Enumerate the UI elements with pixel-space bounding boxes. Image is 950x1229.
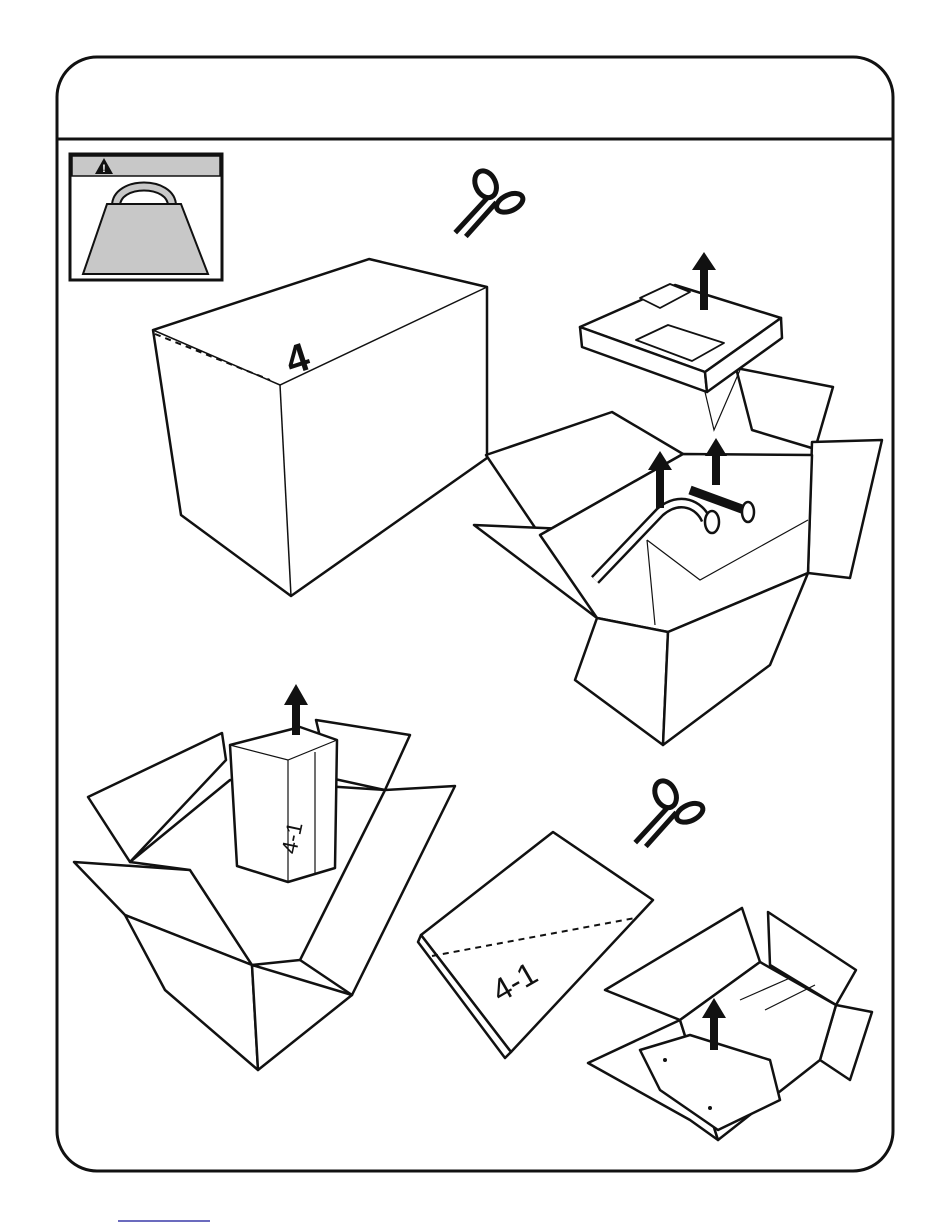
warning-symbol: !	[102, 163, 106, 175]
heavy-weight-warning: !	[70, 154, 222, 280]
